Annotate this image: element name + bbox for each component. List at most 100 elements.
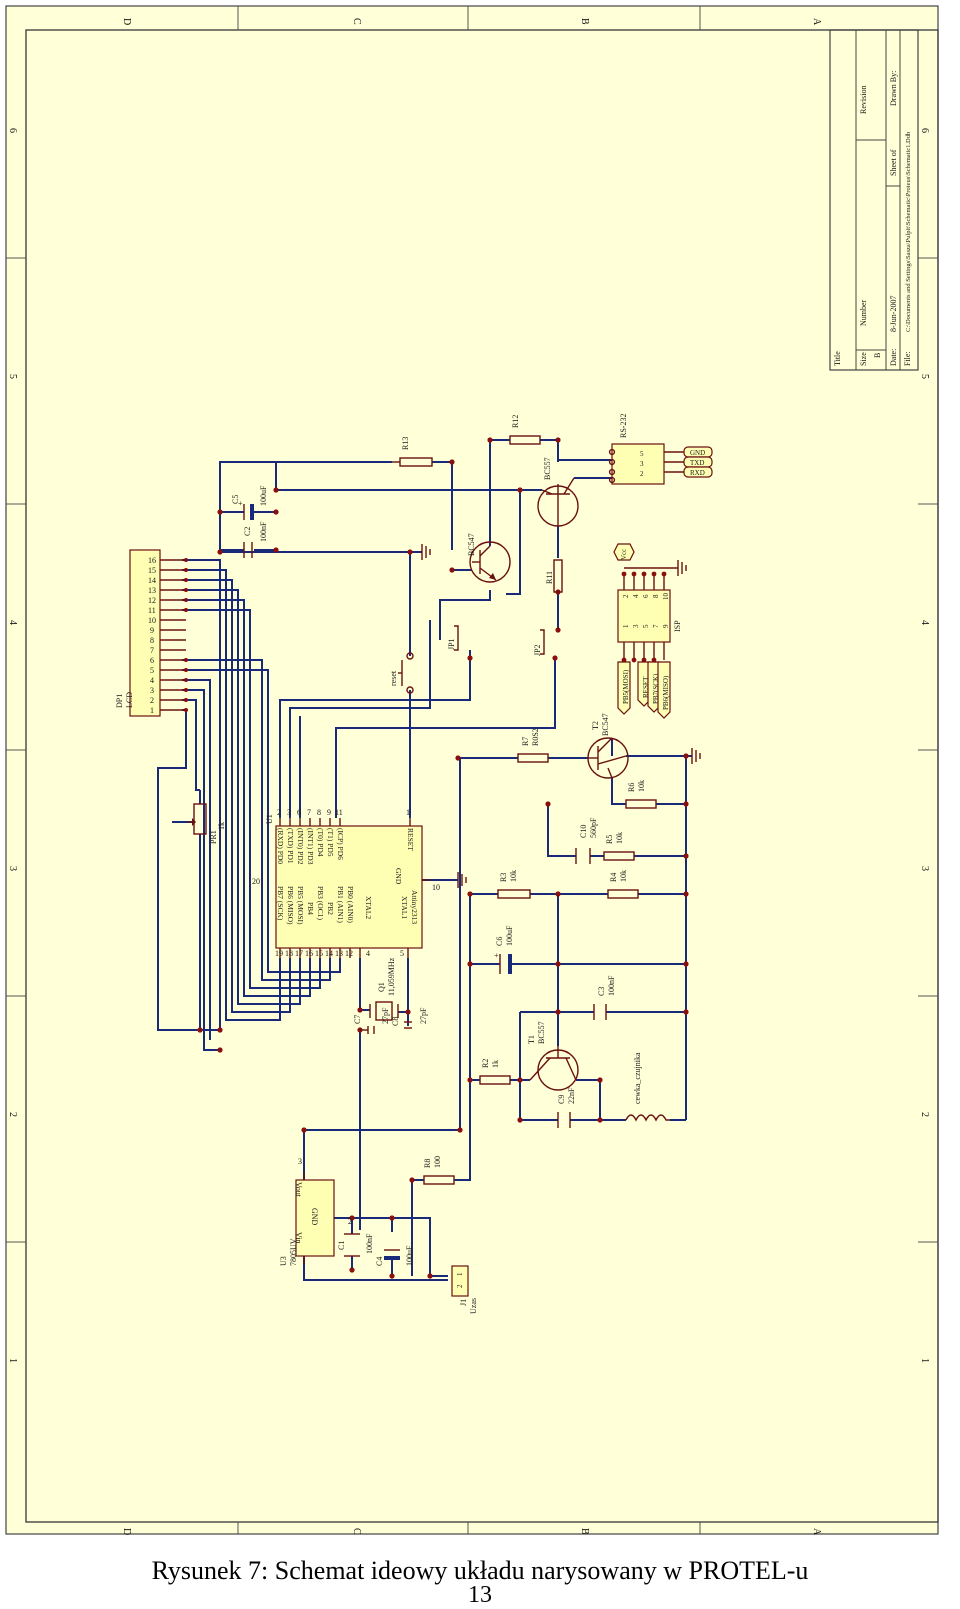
u1-pd2: (INT0) PD2 — [296, 828, 305, 865]
r2-resistor: R2 1k — [479, 1059, 511, 1085]
lcd-ref: DP1 — [115, 694, 124, 708]
isp-pin-2: 2 — [622, 594, 630, 598]
u1-pb5: PB5 (MOSI) — [296, 886, 305, 925]
r5-ref: R5 — [605, 835, 614, 844]
u3-ref: U3 — [279, 1256, 288, 1266]
ground-symbols — [421, 544, 701, 888]
sheet-label: Sheet of — [889, 149, 898, 176]
gnd-symbol-top — [421, 544, 431, 560]
u1-pin-num-3: 3 — [287, 808, 291, 817]
bc557-upper-transistor: BC557 — [537, 457, 579, 527]
c5-capacitor: + C5 100uF — [231, 485, 268, 520]
date-label: Date: — [889, 349, 898, 366]
c10-value: 560pF — [589, 817, 598, 838]
q1-crystal: Q1 11,059MHz — [369, 957, 399, 1021]
size-value: B — [873, 353, 882, 358]
zone-num-left-6: 6 — [7, 128, 18, 133]
coil-label: cewka_czujnika — [633, 1052, 642, 1104]
rs232-connector: 5 3 2 GND TXD RXD RS-232 — [608, 414, 713, 485]
u1-pb7: PB7 (SCK) — [276, 886, 285, 921]
isp-signal-miso: PB6(MISO) — [662, 675, 670, 710]
r3-ref: R3 — [499, 873, 508, 882]
t2-value: BC547 — [601, 713, 610, 736]
lcd-pin-15: 15 — [148, 566, 156, 575]
u1-reset: RESET — [406, 828, 415, 851]
zone-letter-top-d: D — [121, 18, 132, 25]
zone-letter-top-c: C — [351, 18, 362, 25]
reset-switch: reset — [389, 652, 414, 694]
zone-num-left-3: 3 — [7, 866, 18, 871]
r6-value: 10k — [637, 780, 646, 792]
c1-value: 100nF — [365, 1233, 374, 1254]
zone-num-left-1: 1 — [7, 1358, 18, 1363]
schematic-sheet: D C B A D C B A 6 5 4 3 2 1 6 5 4 3 2 1 … — [5, 5, 939, 1536]
lcd-pin-14: 14 — [148, 576, 156, 585]
r7-resistor: R7 R0S2 — [517, 728, 549, 763]
u1-pin-num-19: 19 — [275, 949, 283, 958]
r8-resistor: R8 100 — [423, 1156, 455, 1185]
r13-resistor: R13 — [392, 437, 433, 467]
u3-gnd: GND — [310, 1208, 319, 1226]
c8-capacitor: C8 27pF — [391, 1007, 428, 1029]
rs232-pin-5: 5 — [640, 450, 644, 458]
c3-ref: C3 — [597, 987, 606, 996]
rs232-gnd-label: GND — [690, 449, 705, 457]
u1-pb1: PB1 (AIN1) — [336, 886, 345, 923]
title-block: Title Size B Number Revision Date: 8-Jun… — [829, 29, 919, 371]
lcd-pin-9: 9 — [150, 626, 154, 635]
r3-value: 10k — [509, 870, 518, 882]
j1-name: Uzas — [469, 1298, 478, 1314]
zone-letter-top-a: A — [811, 18, 822, 26]
u1-name: Attiny2313 — [410, 890, 419, 924]
r2-value: 1k — [491, 1060, 500, 1068]
size-label: Size — [859, 352, 868, 366]
u1-gnd: GND — [394, 868, 403, 885]
zone-letter-bottom-b: B — [579, 1528, 590, 1535]
u1-pd3: (INT1) PD3 — [306, 828, 315, 865]
u1-pin-num-7: 7 — [307, 808, 311, 817]
lcd-pin-7: 7 — [150, 646, 154, 655]
lcd-pin-13: 13 — [148, 586, 156, 595]
u3-name: 7805UV — [289, 1238, 298, 1266]
pr1-ref: PR1 — [209, 830, 218, 844]
u1-pd6: (ICP) PD6 — [336, 828, 345, 860]
u1-pd4: (T0) PD4 — [316, 828, 325, 857]
zone-letter-bottom-c: C — [351, 1528, 362, 1535]
isp-pin-3: 3 — [632, 624, 640, 628]
c10-capacitor: C10 560pF — [575, 817, 598, 864]
c6-ref: C6 — [495, 937, 504, 946]
title-label: Title — [833, 351, 842, 366]
zone-letter-bottom-d: D — [121, 1528, 132, 1535]
u1-pin-num-1: 1 — [406, 808, 410, 817]
gnd-symbol-t2 — [691, 748, 701, 764]
u3-pin-gnd: 2 — [348, 1217, 352, 1226]
c1-capacitor: C1 100nF — [337, 1233, 374, 1257]
lcd-pin-4: 4 — [150, 676, 154, 685]
r3-resistor: R3 10k — [497, 870, 531, 899]
rs232-pin-2: 2 — [640, 470, 644, 478]
c4-capacitor: C4 100uF — [375, 1245, 414, 1266]
r6-resistor: R6 10k — [625, 780, 657, 809]
c2-ref: C2 — [243, 527, 252, 536]
lcd-pin-1: 1 — [150, 706, 154, 715]
sensor-coil: cewka_czujnika — [625, 1052, 670, 1122]
q1-ref: Q1 — [377, 982, 386, 992]
r5-value: 10k — [615, 832, 624, 844]
c3-capacitor: C3 100nF — [593, 975, 616, 1020]
r4-ref: R4 — [609, 873, 618, 882]
rs232-pin-3: 3 — [640, 460, 644, 468]
u1-xtal1: XTAL1 — [400, 896, 409, 919]
lcd-pin-6: 6 — [150, 656, 154, 665]
isp-pin-10: 10 — [662, 593, 670, 601]
zone-letter-bottom-a: A — [811, 1528, 822, 1536]
jp1-ref: JP1 — [447, 638, 456, 650]
t2-ref: T2 — [591, 721, 600, 730]
u1-pin-num-16: 16 — [305, 949, 313, 958]
bc547-upper-label: BC547 — [467, 533, 476, 556]
zone-num-left-4: 4 — [7, 620, 18, 625]
u1-pin-num-13: 13 — [335, 949, 343, 958]
u3-vin: Vin — [294, 1232, 303, 1244]
lcd-pin-5: 5 — [150, 666, 154, 675]
q1-value: 11,059MHz — [387, 957, 396, 996]
r13-ref: R13 — [401, 437, 410, 450]
